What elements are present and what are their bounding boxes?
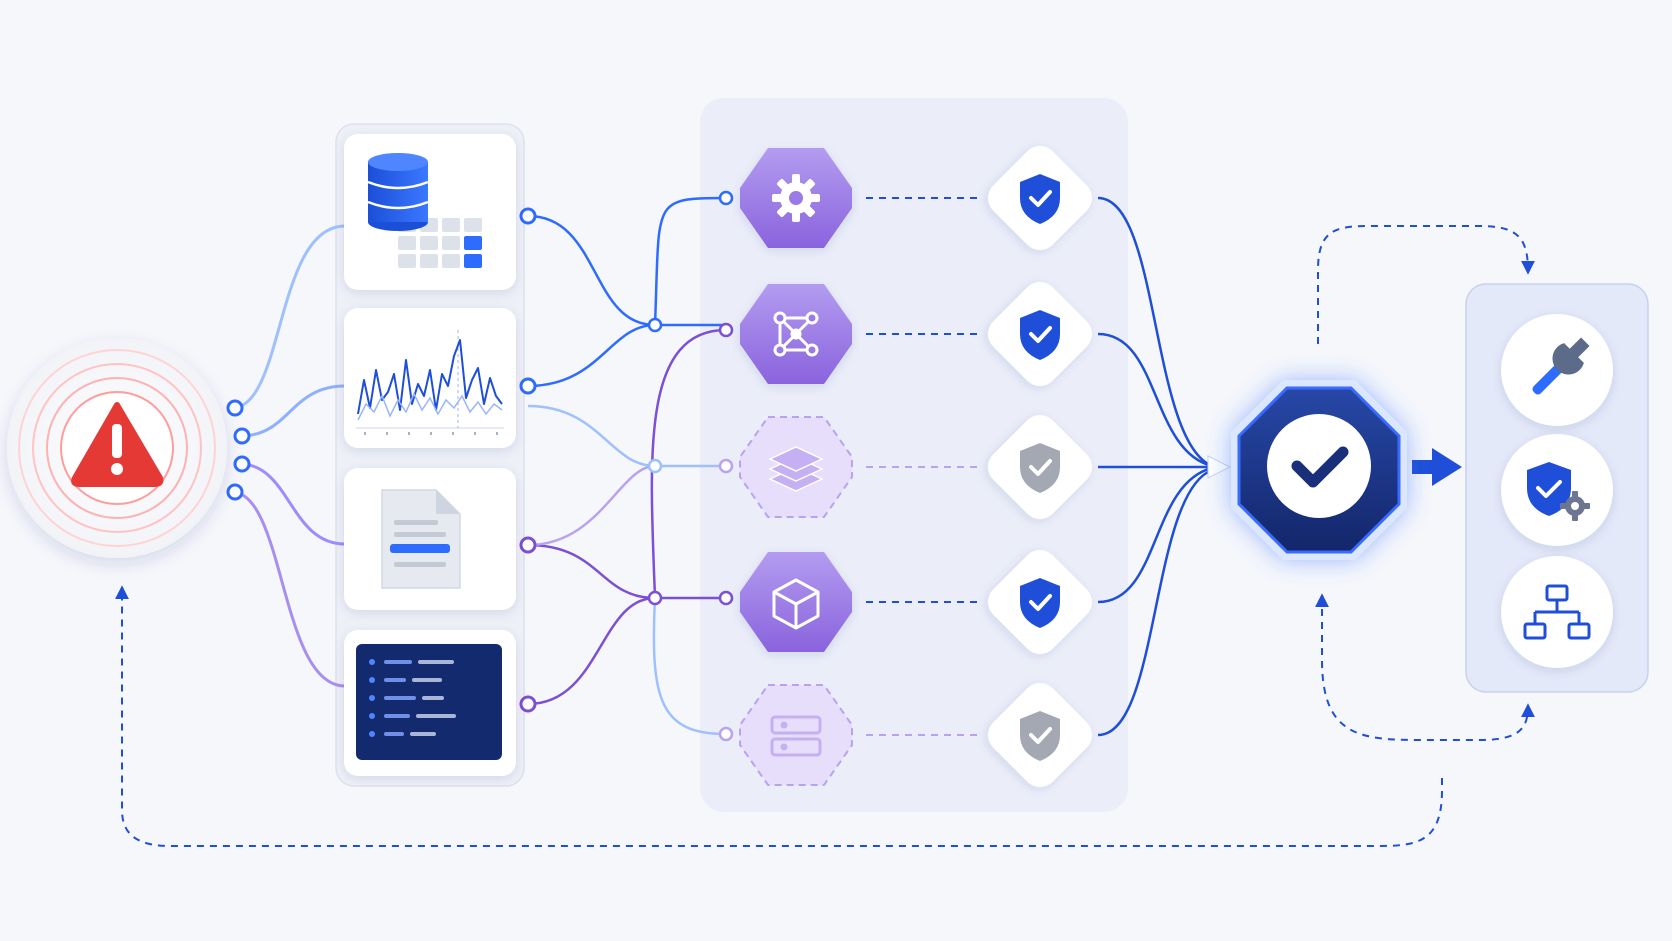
- processor-graph[interactable]: [740, 284, 852, 384]
- shield-gear-icon: [1527, 462, 1590, 521]
- processor-settings[interactable]: [740, 148, 852, 248]
- database-table-icon: [367, 153, 482, 268]
- processor-layers[interactable]: [739, 416, 853, 518]
- layers-icon: [768, 446, 824, 492]
- processor-package[interactable]: [740, 552, 852, 652]
- processor-check-links: [866, 197, 980, 736]
- cube-icon: [772, 578, 820, 630]
- validator-output-arrow: [1412, 448, 1462, 486]
- source-card-time-series[interactable]: [344, 308, 516, 448]
- alert-connectors: [231, 224, 346, 688]
- action-policy[interactable]: [1501, 434, 1613, 546]
- source-ports: [519, 190, 734, 742]
- processor-storage[interactable]: [739, 684, 853, 786]
- feedback-loops: [115, 224, 1535, 847]
- wrench-icon: [1532, 337, 1590, 395]
- source-card-database-table[interactable]: [344, 134, 516, 290]
- shield-check-icon: [1020, 174, 1060, 224]
- shield-check-icon: [1020, 310, 1060, 360]
- shield-check-icon: [1020, 578, 1060, 628]
- server-icon: [770, 715, 822, 757]
- action-repair[interactable]: [1501, 314, 1613, 426]
- line-chart-icon: [356, 330, 504, 435]
- check-validator-connectors: [1097, 196, 1213, 737]
- document-icon: [381, 489, 461, 589]
- code-editor-icon: [356, 644, 502, 760]
- action-hierarchy[interactable]: [1501, 556, 1613, 668]
- shield-check-icon: [1020, 711, 1060, 761]
- check-node-1[interactable]: [981, 139, 1100, 258]
- source-connectors: [527, 196, 727, 736]
- check-node-5[interactable]: [981, 676, 1100, 795]
- validator-input-arrow: [1207, 455, 1232, 479]
- network-graph-icon: [773, 311, 819, 357]
- alert-ports: [226, 399, 251, 501]
- gear-icon: [772, 174, 820, 222]
- check-node-3[interactable]: [981, 408, 1100, 527]
- check-node-4[interactable]: [981, 543, 1100, 662]
- warning-triangle-icon: [71, 402, 164, 487]
- check-node-2[interactable]: [981, 275, 1100, 394]
- source-card-code-logs[interactable]: [344, 630, 516, 776]
- check-circle-icon: [1267, 414, 1371, 518]
- source-card-document[interactable]: [344, 468, 516, 610]
- hierarchy-icon: [1523, 584, 1591, 640]
- shield-check-icon: [1020, 443, 1060, 493]
- validator-node[interactable]: [1231, 380, 1407, 560]
- alert-node[interactable]: [7, 338, 227, 558]
